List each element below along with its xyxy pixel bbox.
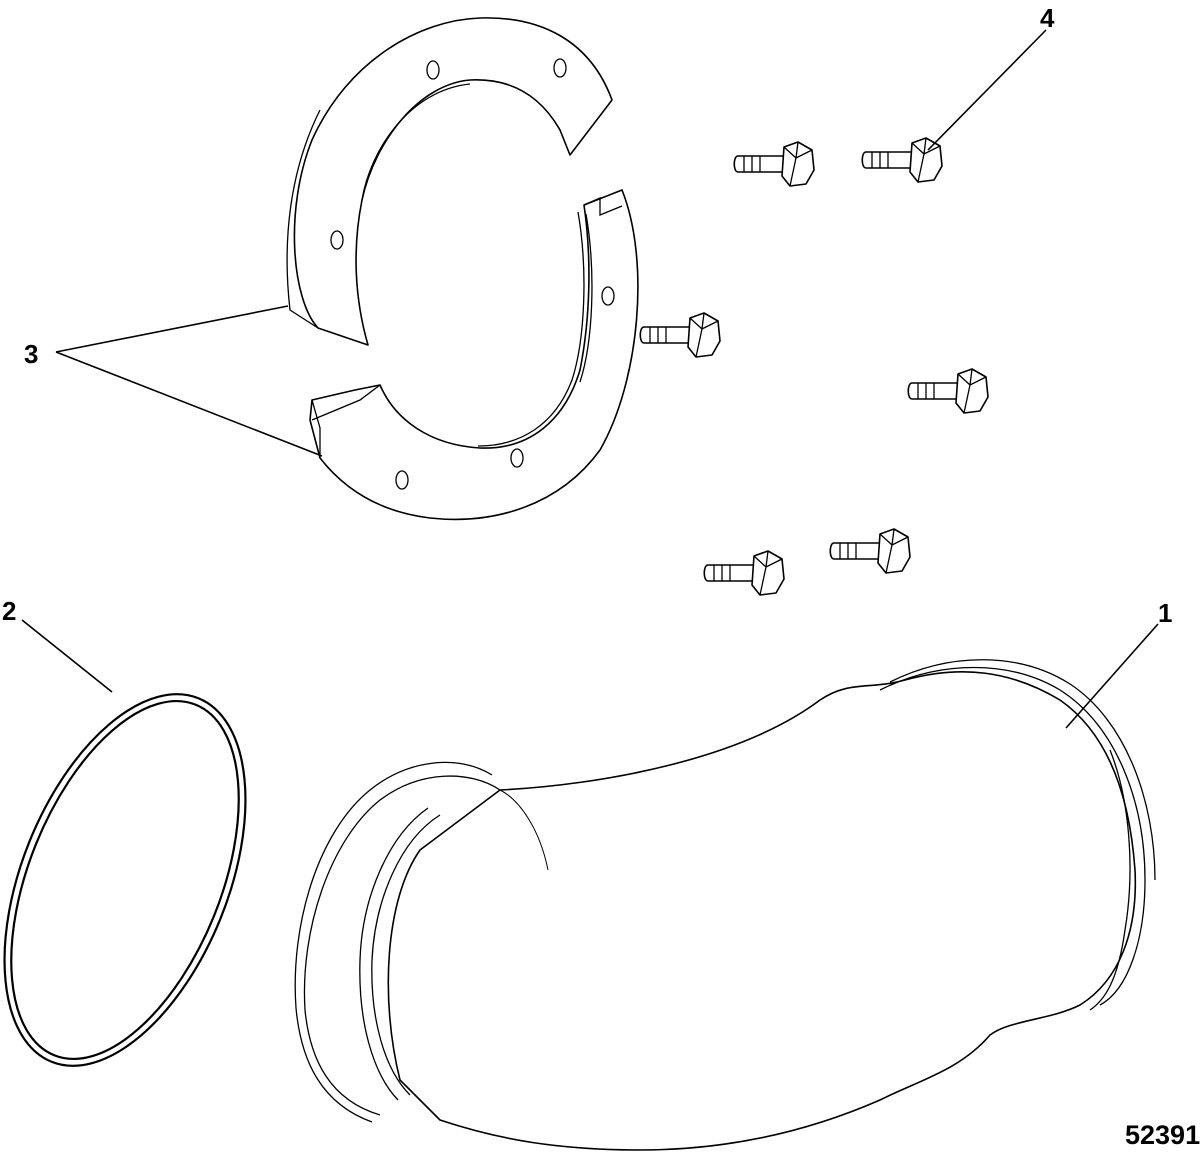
leader-1 xyxy=(1065,623,1159,729)
leader-2 xyxy=(21,619,113,693)
split-flange xyxy=(286,17,639,521)
callout-1: 1 xyxy=(1158,598,1172,628)
leader-3a xyxy=(55,305,289,353)
hex-bolt-4 xyxy=(907,368,989,414)
callout-4: 4 xyxy=(1040,3,1055,33)
leader-3b xyxy=(55,351,323,457)
callout-2: 2 xyxy=(2,596,16,626)
hex-bolt-1 xyxy=(733,141,815,187)
hex-bolt-5 xyxy=(829,528,911,574)
callout-3: 3 xyxy=(24,339,38,369)
figure-number: 52391 xyxy=(1125,1120,1200,1150)
exhaust-elbow xyxy=(294,659,1156,1151)
leader-lines xyxy=(21,29,1159,729)
flange-upper-half xyxy=(286,17,613,346)
o-ring xyxy=(3,693,247,1067)
flange-lower-half xyxy=(309,189,639,521)
hex-bolt-2 xyxy=(861,137,943,183)
bolt-set xyxy=(639,137,989,596)
leader-4 xyxy=(927,29,1047,151)
hex-bolt-3 xyxy=(639,312,721,358)
hex-bolt-6 xyxy=(703,550,785,596)
